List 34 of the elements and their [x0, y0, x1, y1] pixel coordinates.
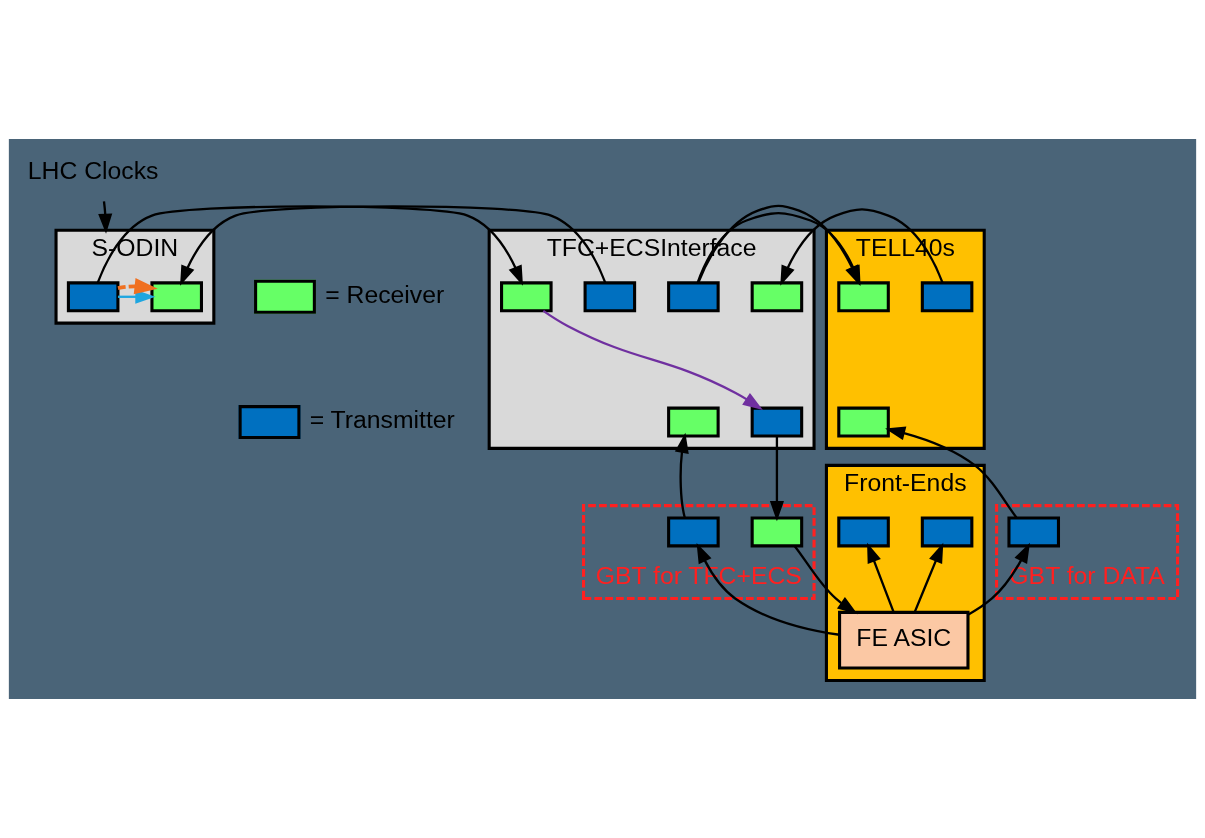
legend-label: = Receiver — [325, 280, 445, 308]
arrow — [98, 201, 113, 234]
arrow — [96, 205, 523, 286]
legend-label: = Transmitter — [309, 405, 455, 433]
arrow — [885, 426, 1018, 519]
node-box — [837, 281, 890, 313]
arrow — [867, 542, 895, 613]
node-box — [667, 281, 720, 313]
node-box — [1007, 516, 1060, 548]
node-box — [920, 281, 974, 313]
arrow — [674, 432, 689, 518]
node-box — [837, 516, 890, 548]
node-box — [66, 281, 120, 313]
node-box — [837, 406, 890, 438]
node-box — [750, 281, 804, 313]
node-box — [667, 406, 720, 438]
node-text: LHC Clocks — [27, 156, 159, 184]
node-box: FE ASIC — [838, 610, 970, 670]
arrow — [913, 542, 944, 613]
node-box — [150, 281, 203, 313]
arrow — [542, 309, 763, 410]
arrow — [117, 289, 156, 304]
node-box — [750, 406, 804, 438]
arrow — [117, 278, 158, 295]
arrow — [769, 436, 784, 522]
node-box — [500, 281, 553, 313]
cluster: GBT for DATA — [995, 504, 1180, 600]
arrow — [967, 542, 1030, 616]
node-box — [750, 516, 804, 548]
node-box — [583, 281, 637, 313]
arrow — [180, 205, 607, 286]
node-box — [667, 516, 720, 548]
arrow — [793, 545, 858, 615]
node-box — [920, 516, 974, 548]
